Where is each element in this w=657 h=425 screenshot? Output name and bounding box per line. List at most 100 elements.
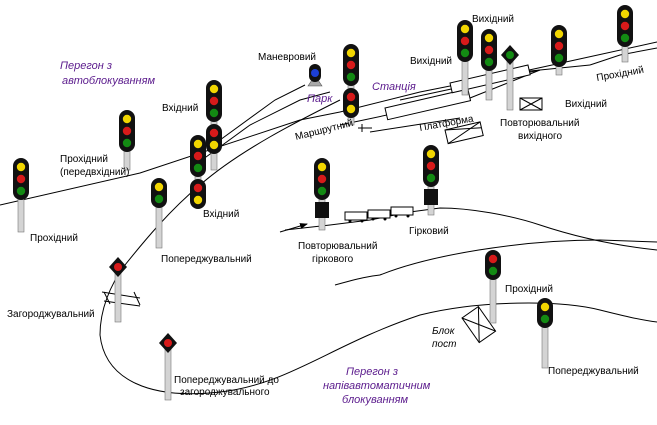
signal-lamp — [554, 29, 564, 39]
signal-lamp — [460, 48, 470, 58]
signal-lamp — [488, 266, 498, 276]
signal-lamp — [346, 92, 356, 102]
passing-left-label: Прохідний — [30, 233, 78, 244]
signal-lamp — [209, 96, 219, 106]
signal-lamp — [122, 114, 132, 124]
signal-lamp — [16, 162, 26, 172]
signal-mast — [489, 277, 497, 324]
signal-lamp — [193, 195, 203, 205]
signal-indicator-box — [315, 202, 329, 218]
signal-head — [485, 250, 501, 280]
signal-lamp — [484, 45, 494, 55]
hump-arrow — [279, 223, 308, 233]
park-track-1 — [194, 91, 331, 166]
signal-passing-right — [485, 250, 501, 324]
warning-barrier-label-1: Попереджувальний до — [174, 375, 279, 386]
hump-wagons — [344, 206, 414, 223]
signal-lamp — [164, 339, 172, 347]
signal-head — [537, 298, 553, 328]
signal-lamp — [122, 138, 132, 148]
hump-repeater-label-2: гіркового — [312, 254, 354, 265]
signal-mast — [114, 272, 122, 323]
signal-head-lower — [206, 124, 222, 154]
semi-auto-track-upper — [379, 239, 657, 276]
signal-lamp — [209, 128, 219, 138]
signal-lamp — [488, 254, 498, 264]
signal-lamp — [317, 162, 327, 172]
signal-lamp — [311, 69, 319, 77]
block-post-building — [461, 305, 497, 344]
signal-lamp — [346, 72, 356, 82]
branch-track-down — [99, 99, 341, 336]
signal-mast — [621, 44, 629, 63]
semi-auto-track — [99, 302, 657, 395]
signal-lamp — [346, 48, 356, 58]
buildings — [444, 97, 543, 344]
signal-lamp — [209, 108, 219, 118]
station-track-3 — [369, 117, 461, 133]
signal-lamp — [460, 36, 470, 46]
exit-3-label: Вихідний — [565, 99, 607, 110]
signal-mast — [164, 348, 172, 401]
signal-route — [343, 44, 359, 126]
station-building — [444, 121, 484, 145]
semi-auto-title-1: Перегон з — [346, 366, 398, 378]
signal-mast — [155, 205, 163, 249]
passing-pre-entry-label-1: Прохідний — [60, 154, 108, 165]
signal-hump-repeater — [314, 158, 330, 231]
warning-left-label: Попереджувальний — [161, 254, 252, 265]
signal-mast — [461, 59, 469, 96]
repeater-exit-label-1: Повторювальний — [500, 118, 579, 129]
signal-lamp — [620, 9, 630, 19]
signal-lamp — [346, 104, 356, 114]
signal-warning-right — [537, 298, 553, 369]
signal-lamp — [484, 57, 494, 67]
signal-lamp — [426, 149, 436, 159]
signal-lamp — [114, 263, 122, 271]
signal-lamp — [540, 302, 550, 312]
park-label: Парк — [307, 93, 333, 105]
hump-label: Гірковий — [409, 226, 449, 237]
signal-lamp — [193, 163, 203, 173]
hump-track — [284, 207, 657, 251]
signal-hump — [423, 145, 439, 216]
signal-lamp — [193, 151, 203, 161]
labels: Перегон з автоблокуванням Маневровий Пар… — [7, 14, 645, 406]
signal-lamp — [193, 139, 203, 149]
entry-top-label: Вхідний — [162, 103, 198, 114]
signal-lamp — [122, 126, 132, 136]
signal-lamp — [620, 33, 630, 43]
signal-passing-left — [13, 158, 29, 233]
barrier-label: Загороджувальний — [7, 309, 95, 320]
signal-lamp — [540, 314, 550, 324]
signal-mast — [485, 68, 493, 101]
signal-exit-1 — [457, 20, 473, 96]
signals-layer — [13, 5, 633, 401]
signal-lamp — [484, 33, 494, 43]
repeater-building — [519, 97, 543, 111]
block-post-label-2: пост — [432, 339, 456, 350]
signal-head-lower — [190, 179, 206, 209]
signal-exit-2 — [481, 29, 497, 101]
semi-auto-title-3: блокуванням — [342, 394, 409, 406]
station-label: Станція — [372, 81, 416, 93]
signal-lamp — [16, 186, 26, 196]
signal-lamp — [209, 84, 219, 94]
passing-right-label: Прохідний — [505, 284, 553, 295]
main-track-right — [589, 47, 657, 66]
exit-1-label: Вихідний — [410, 56, 452, 67]
signal-mast — [506, 60, 514, 111]
signal-mast — [17, 197, 25, 233]
signal-mast — [541, 325, 549, 369]
warning-barrier-label-2: загороджувального — [180, 387, 270, 398]
signal-lamp — [346, 60, 356, 70]
auto-block-title-1: Перегон з — [60, 60, 112, 72]
passing-pre-entry-label-2: (передвхідний) — [60, 167, 129, 178]
signal-entry-bottom — [190, 135, 206, 209]
signal-warning-barrier — [159, 333, 177, 401]
shunting-label: Маневровий — [258, 52, 316, 63]
signal-barrier — [109, 257, 127, 323]
signal-lamp — [460, 24, 470, 34]
signal-lamp — [209, 140, 219, 150]
